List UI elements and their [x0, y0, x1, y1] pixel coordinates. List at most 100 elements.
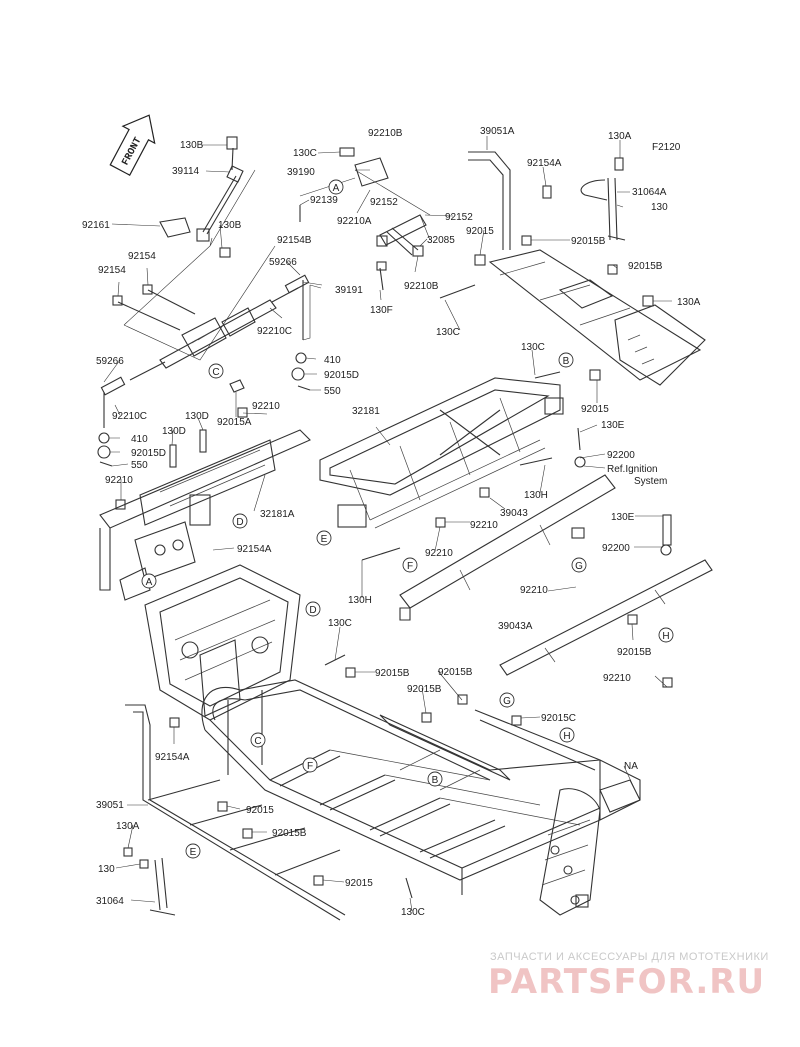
- svg-text:A: A: [146, 577, 153, 588]
- part-label: 92210A: [337, 216, 372, 227]
- part-label: 130D: [162, 426, 186, 437]
- part-label: 130C: [328, 618, 352, 629]
- part-label: 92139: [310, 195, 338, 206]
- svg-text:C: C: [254, 736, 261, 747]
- part-label: 130B: [218, 220, 242, 231]
- part-label: 92210: [105, 475, 133, 486]
- svg-text:H: H: [563, 731, 570, 742]
- part-label: 92210: [520, 585, 548, 596]
- part-label: 39051: [96, 800, 124, 811]
- part-label: 410: [131, 434, 148, 445]
- part-label: 550: [324, 386, 341, 397]
- part-label: 130A: [116, 821, 140, 832]
- engine-mount-frame: [144, 564, 301, 721]
- part-label: 92161: [82, 220, 110, 231]
- part-label: 92015B: [407, 684, 442, 695]
- part-label: 92152: [370, 197, 398, 208]
- part-label: 59266: [269, 257, 297, 268]
- part-label: 39051A: [480, 126, 515, 137]
- callout-marker: G: [499, 692, 515, 708]
- ref-note-line-1: Ref.Ignition: [607, 464, 658, 475]
- main-chassis: [123, 654, 641, 921]
- part-label: 130D: [185, 411, 209, 422]
- part-label: 92210B: [404, 281, 439, 292]
- svg-text:F: F: [407, 561, 413, 572]
- part-label: F2120: [652, 142, 681, 153]
- part-label: 92015: [246, 805, 274, 816]
- callouts: A C D A D E F B G H C F B G H E: [141, 179, 674, 859]
- part-label: 130F: [370, 305, 393, 316]
- part-label: 92154A: [527, 158, 562, 169]
- part-label: 59266: [96, 356, 124, 367]
- part-label: 92154: [128, 251, 156, 262]
- part-label: 92015B: [438, 667, 473, 678]
- steering-gear-group: [97, 136, 323, 467]
- side-frame-39043: [399, 474, 672, 621]
- callout-marker: B: [558, 352, 574, 368]
- part-label: 92154A: [237, 544, 272, 555]
- front-arrow-icon: FRONT: [109, 114, 156, 176]
- part-label: 130C: [521, 342, 545, 353]
- callout-marker: D: [232, 513, 248, 529]
- callout-marker: F: [302, 757, 318, 773]
- part-label: 39043A: [498, 621, 533, 632]
- callout-marker: H: [658, 627, 674, 643]
- part-label: 92200: [607, 450, 635, 461]
- part-label: 130: [651, 202, 668, 213]
- part-label: 92015: [581, 404, 609, 415]
- part-label: 92210C: [112, 411, 147, 422]
- front-bracket-32181A: [99, 407, 311, 601]
- part-label: 92015B: [571, 236, 606, 247]
- part-label: 92210: [603, 673, 631, 684]
- part-label: 92015C: [541, 713, 576, 724]
- part-label: 92015D: [131, 448, 166, 459]
- part-label: 92154: [98, 265, 126, 276]
- ref-note: Ref.Ignition System: [607, 464, 667, 487]
- svg-text:B: B: [563, 356, 570, 367]
- callout-marker: A: [328, 179, 344, 195]
- callout-marker: G: [571, 557, 587, 573]
- part-label: 130H: [524, 490, 548, 501]
- part-label: 92210: [252, 401, 280, 412]
- part-label: 130B: [180, 140, 204, 151]
- part-label: 92015A: [217, 417, 252, 428]
- part-label: 39191: [335, 285, 363, 296]
- part-label: 39043: [500, 508, 528, 519]
- part-label: 130C: [401, 907, 425, 918]
- part-label: 130A: [677, 297, 701, 308]
- callout-marker: H: [559, 727, 575, 743]
- part-label: NA: [624, 761, 638, 772]
- svg-text:F: F: [307, 761, 313, 772]
- watermark-logo: PARTSFOR.RU: [488, 962, 766, 1002]
- part-label: 130E: [611, 512, 635, 523]
- part-label: 130A: [608, 131, 632, 142]
- part-label: 550: [131, 460, 148, 471]
- part-label: 32181A: [260, 509, 295, 520]
- part-label: 92210: [425, 548, 453, 559]
- part-label: 130C: [293, 148, 317, 159]
- callout-marker: E: [316, 530, 332, 546]
- callout-marker: E: [185, 843, 201, 859]
- part-label: 92015: [466, 226, 494, 237]
- callout-marker: F: [402, 557, 418, 573]
- part-label: 92154B: [277, 235, 312, 246]
- part-label: 92015B: [375, 668, 410, 679]
- part-label: 32181: [352, 406, 380, 417]
- watermark-tagline: ЗАПЧАСТИ И АКСЕССУАРЫ ДЛЯ МОТОТЕХНИКИ: [490, 951, 769, 963]
- part-label: 92015: [345, 878, 373, 889]
- ref-note-line-2: System: [634, 476, 667, 487]
- upper-frame-32181: [319, 377, 586, 561]
- callout-marker: C: [250, 732, 266, 748]
- callout-marker: C: [208, 363, 224, 379]
- side-frame-39043A: [499, 559, 713, 688]
- callout-marker: A: [141, 573, 157, 589]
- column-bracket-group: [299, 147, 431, 291]
- part-label: 31064A: [632, 187, 667, 198]
- part-label: 92152: [445, 212, 473, 223]
- part-label: 92015B: [628, 261, 663, 272]
- part-label: 130E: [601, 420, 625, 431]
- part-label: 39114: [172, 166, 200, 177]
- leader-lines: [103, 136, 672, 912]
- part-label: 92210C: [257, 326, 292, 337]
